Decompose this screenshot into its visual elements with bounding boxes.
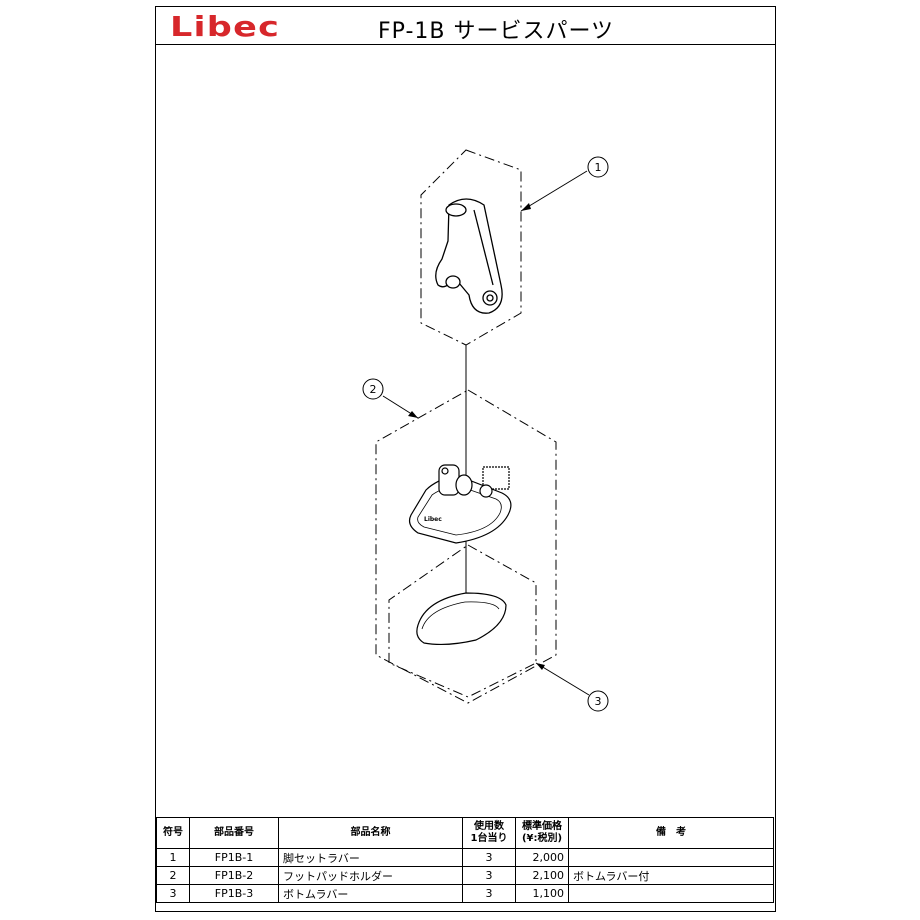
cell-part-name: 脚セットラバー	[278, 848, 463, 867]
cell-price: 2,000	[515, 848, 569, 867]
callout-3-label: 3	[595, 695, 602, 708]
sheet-header: Libec FP-1B サービスパーツ	[156, 7, 775, 45]
col-price-line2: (¥:税別)	[521, 833, 563, 844]
col-part-number: 部品番号	[189, 817, 279, 849]
callout-2-label: 2	[370, 383, 377, 396]
cell-no: 2	[156, 866, 190, 885]
libec-logo: Libec	[170, 10, 281, 43]
col-remarks: 備 考	[568, 817, 774, 849]
cell-part-name: フットパッドホルダー	[278, 866, 463, 885]
cell-part-number: FP1B-3	[189, 884, 279, 903]
part-3-boundary	[388, 544, 537, 698]
table-row: 3 FP1B-3 ボトムラバー 3 1,100	[156, 884, 774, 903]
callout-2-circle	[362, 378, 384, 400]
col-price-line1: 標準価格	[522, 821, 562, 832]
cell-remarks: ボトムラバー付	[568, 866, 774, 885]
cell-no: 3	[156, 884, 190, 903]
part-1-illustration	[435, 198, 503, 314]
cell-no: 1	[156, 848, 190, 867]
table-row: 1 FP1B-1 脚セットラバー 3 2,000	[156, 848, 774, 867]
table-row: 2 FP1B-2 フットパッドホルダー 3 2,100 ボトムラバー付	[156, 866, 774, 885]
part-3-illustration	[416, 592, 507, 646]
callout-1-label: 1	[595, 161, 602, 174]
cell-remarks	[568, 884, 774, 903]
cell-part-number: FP1B-1	[189, 848, 279, 867]
col-qty-line2: 1台当り	[470, 833, 508, 844]
parts-table: 符号 部品番号 部品名称 使用数 1台当り 標準価格 (¥:税別) 備 考 1 …	[156, 817, 774, 903]
callout-1-circle	[587, 156, 609, 178]
col-qty-line1: 使用数	[474, 821, 504, 832]
callout-3-leader	[535, 662, 590, 696]
cell-qty: 3	[462, 884, 516, 903]
part-2-boundary	[375, 389, 557, 704]
cell-remarks	[568, 848, 774, 867]
exploded-parts-diagram: Libec 1 2 3	[362, 149, 609, 712]
cell-price: 2,100	[515, 866, 569, 885]
table-header-row: 符号 部品番号 部品名称 使用数 1台当り 標準価格 (¥:税別) 備 考	[156, 817, 774, 849]
col-price: 標準価格 (¥:税別)	[515, 817, 569, 849]
svg-text:Libec: Libec	[424, 516, 442, 523]
callout-3-circle	[587, 690, 609, 712]
parts-sheet: Libec FP-1B サービスパーツ Libec	[155, 6, 776, 912]
cell-qty: 3	[462, 866, 516, 885]
cell-part-number: FP1B-2	[189, 866, 279, 885]
col-no: 符号	[156, 817, 190, 849]
page-title: FP-1B サービスパーツ	[378, 19, 615, 44]
col-part-name: 部品名称	[278, 817, 463, 849]
callout-1-leader	[520, 170, 588, 212]
cell-part-name: ボトムラバー	[278, 884, 463, 903]
col-qty: 使用数 1台当り	[462, 817, 516, 849]
cell-qty: 3	[462, 848, 516, 867]
cell-price: 1,100	[515, 884, 569, 903]
part-2-illustration: Libec	[408, 464, 512, 544]
